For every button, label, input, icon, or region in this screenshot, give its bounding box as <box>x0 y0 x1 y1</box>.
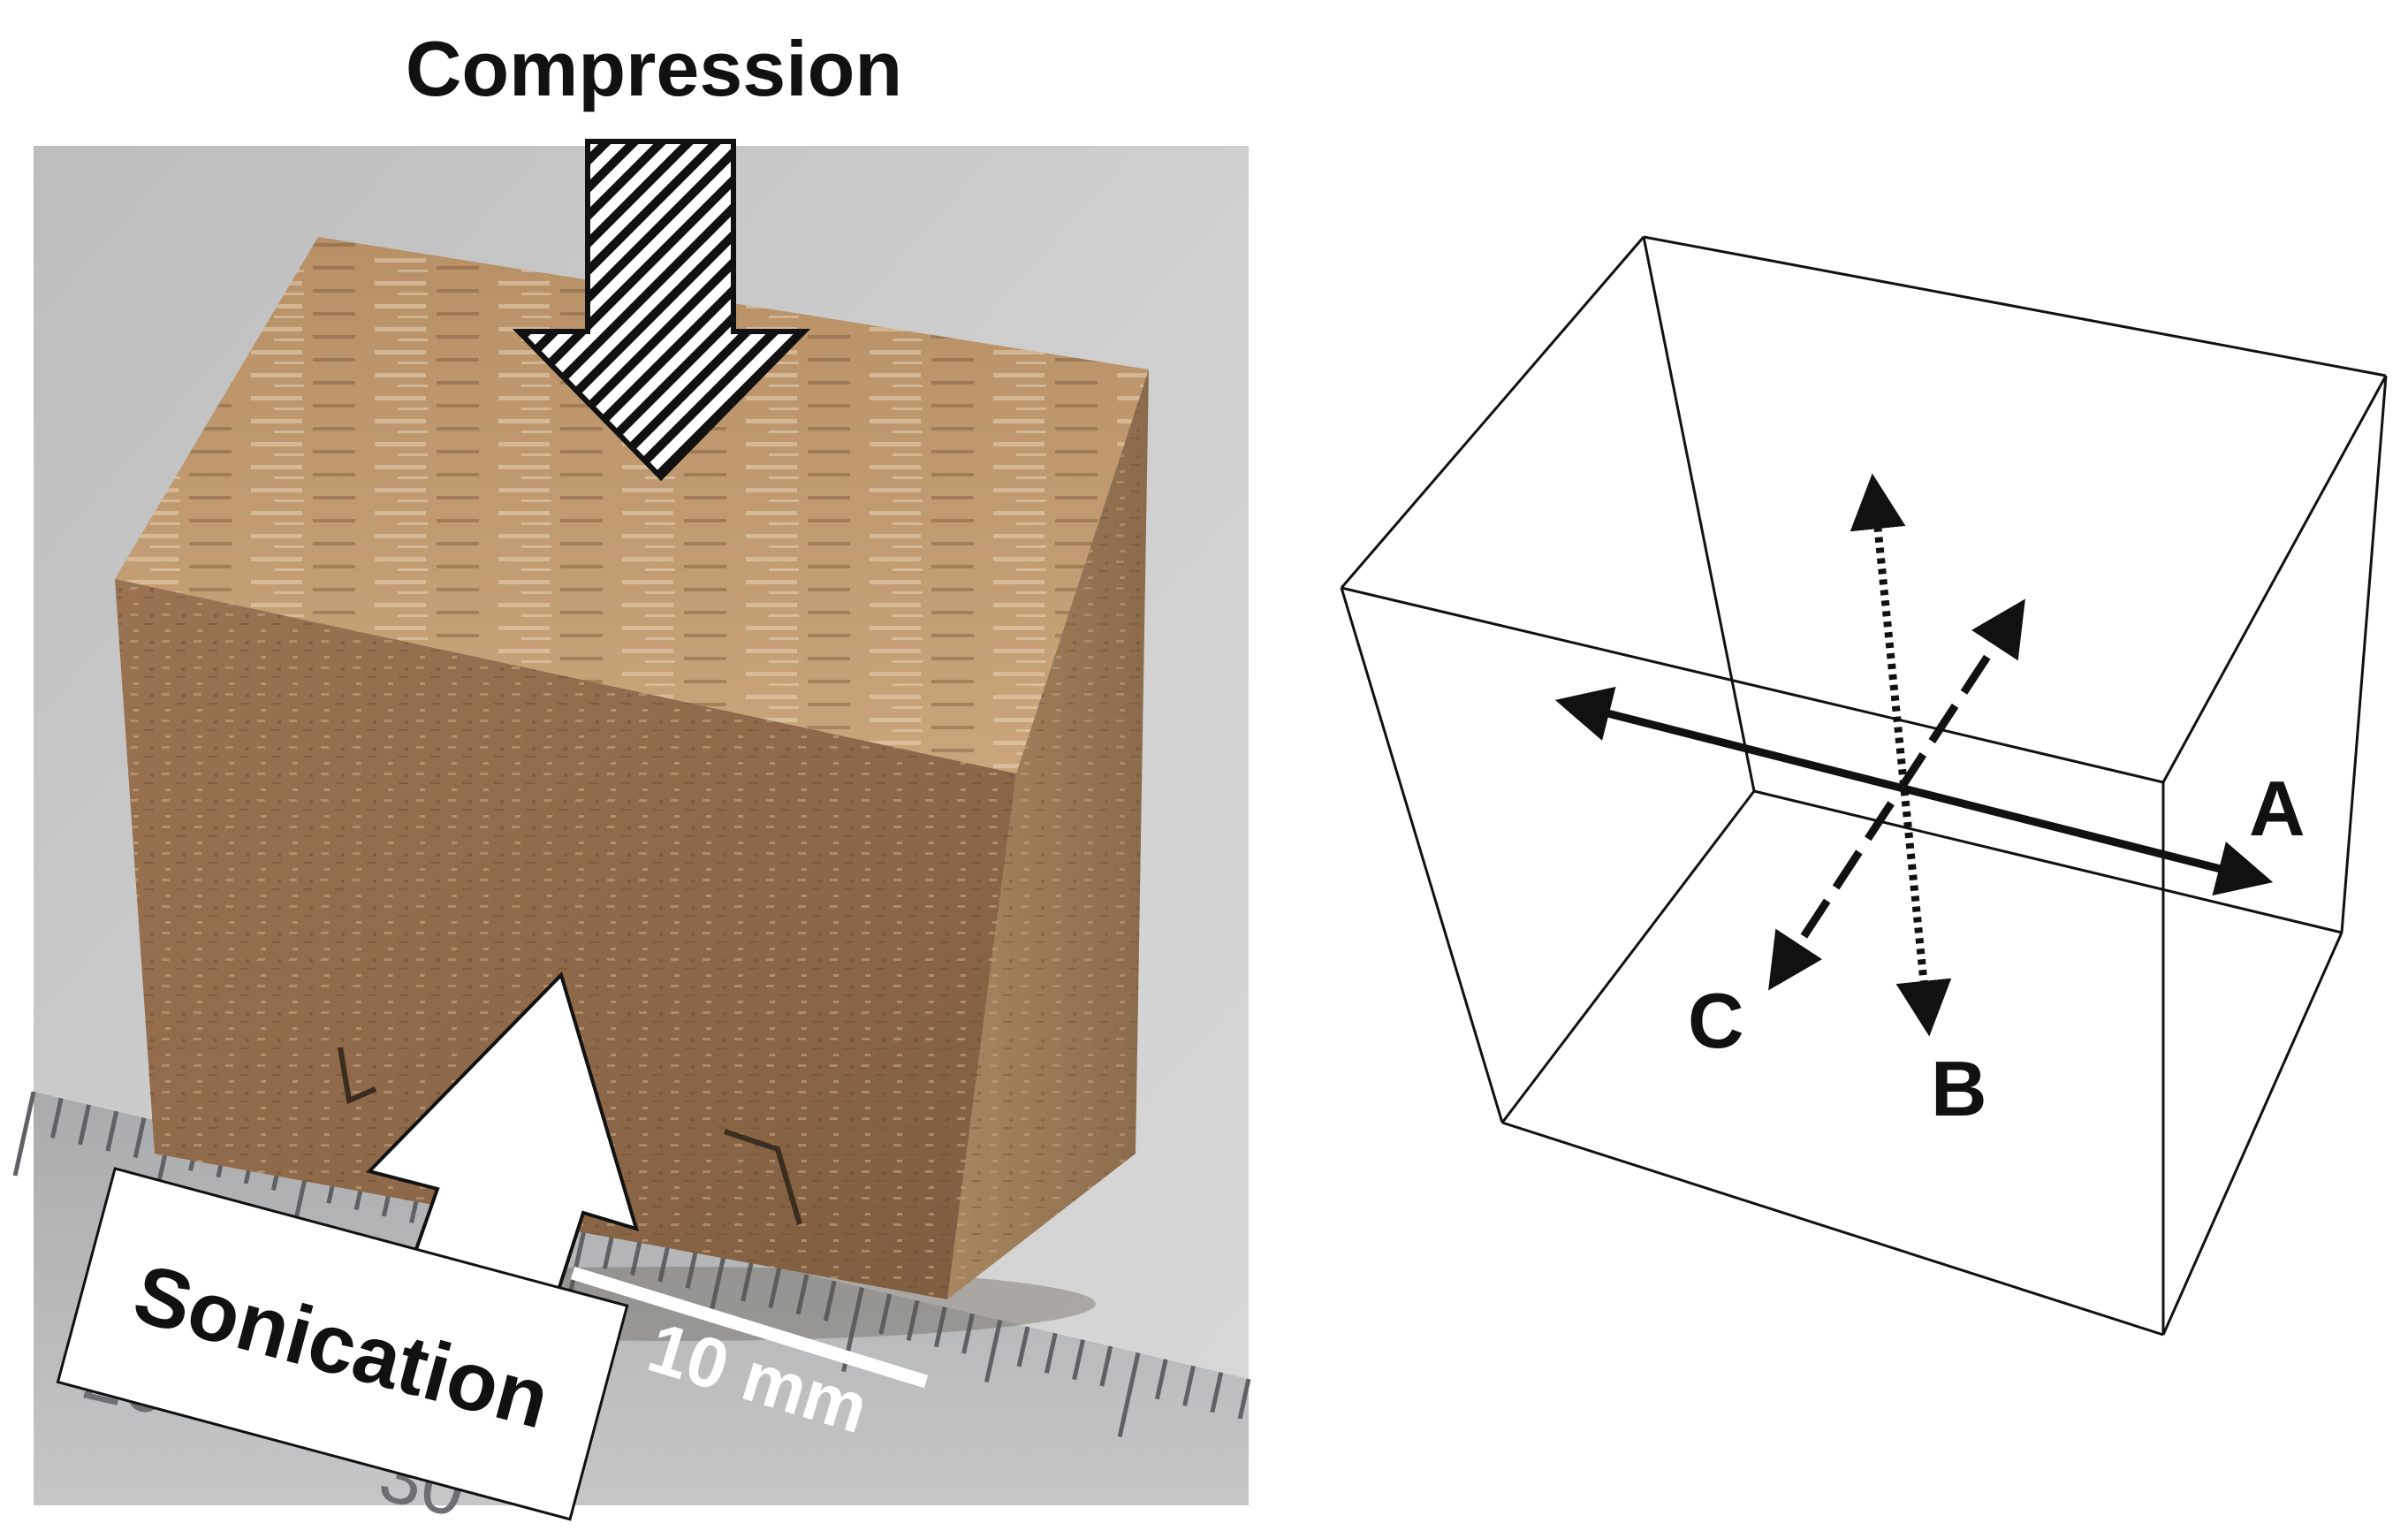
ruler-tick <box>105 1110 119 1152</box>
ruler-tick <box>933 1306 947 1348</box>
axis-label-c: C <box>1688 977 1744 1064</box>
cube-edge <box>1643 235 2387 377</box>
pencil-mark-right <box>724 1129 802 1225</box>
cube-edge <box>2161 932 2343 1336</box>
cube-edge <box>2340 375 2388 933</box>
ruler-tick <box>133 1117 147 1159</box>
ruler-tick <box>1154 1359 1168 1400</box>
cube-edge <box>1642 236 1756 792</box>
ruler-tick <box>906 1299 920 1341</box>
cube-diagram: A B C <box>1340 235 2388 1337</box>
ruler-tick <box>1237 1378 1251 1420</box>
compression-arrow-shape <box>512 139 811 482</box>
cube-edge <box>2161 375 2388 783</box>
ruler-tick <box>49 1097 64 1139</box>
ruler-tick <box>1182 1365 1196 1406</box>
ruler-tick <box>984 1319 1003 1383</box>
cube-wireframe <box>1340 235 2388 1337</box>
cube-edge <box>1500 790 1756 1123</box>
scale-bar-line <box>570 1266 929 1389</box>
block-front-texture <box>115 579 1016 1299</box>
pencil-mark-left <box>338 1047 377 1105</box>
ruler-tick <box>768 1267 782 1308</box>
ruler-tick <box>78 1104 91 1146</box>
cube-edge <box>1501 1121 2164 1337</box>
ruler-tick <box>823 1280 837 1322</box>
sonication-label-box: Sonication <box>56 1167 629 1521</box>
sonication-label-background <box>56 1167 629 1521</box>
cube-edge <box>1340 236 1645 589</box>
wood-block <box>115 237 1149 1341</box>
ruler-tick <box>1210 1372 1224 1413</box>
axis-a-arrow <box>1554 686 2274 896</box>
cube-edge <box>1340 587 1504 1123</box>
axis-label-a: A <box>2249 765 2305 852</box>
ruler-tick <box>685 1247 699 1289</box>
photo-panel: 20 30 Compression Sonication <box>12 25 1251 1531</box>
ruler-tick <box>961 1313 975 1354</box>
ruler-tick <box>1117 1352 1141 1437</box>
ruler-tick <box>708 1254 726 1318</box>
compression-label: Compression <box>406 25 902 112</box>
ruler-tick <box>741 1261 754 1302</box>
axis-label-b: B <box>1931 1045 1987 1132</box>
ruler-tick <box>1016 1326 1030 1367</box>
axis-c-arrow <box>1768 598 2025 991</box>
ruler-tick <box>878 1293 893 1335</box>
ruler-tick <box>795 1274 809 1315</box>
block-side-texture <box>947 369 1149 1299</box>
ruler-tick <box>12 1091 36 1177</box>
block-top-texture <box>115 237 1149 773</box>
ruler-tick <box>1044 1332 1058 1374</box>
ruler-tick <box>657 1241 672 1283</box>
ruler-tick <box>1099 1345 1113 1387</box>
compression-arrow <box>512 139 811 482</box>
ruler-tick <box>1072 1339 1085 1381</box>
